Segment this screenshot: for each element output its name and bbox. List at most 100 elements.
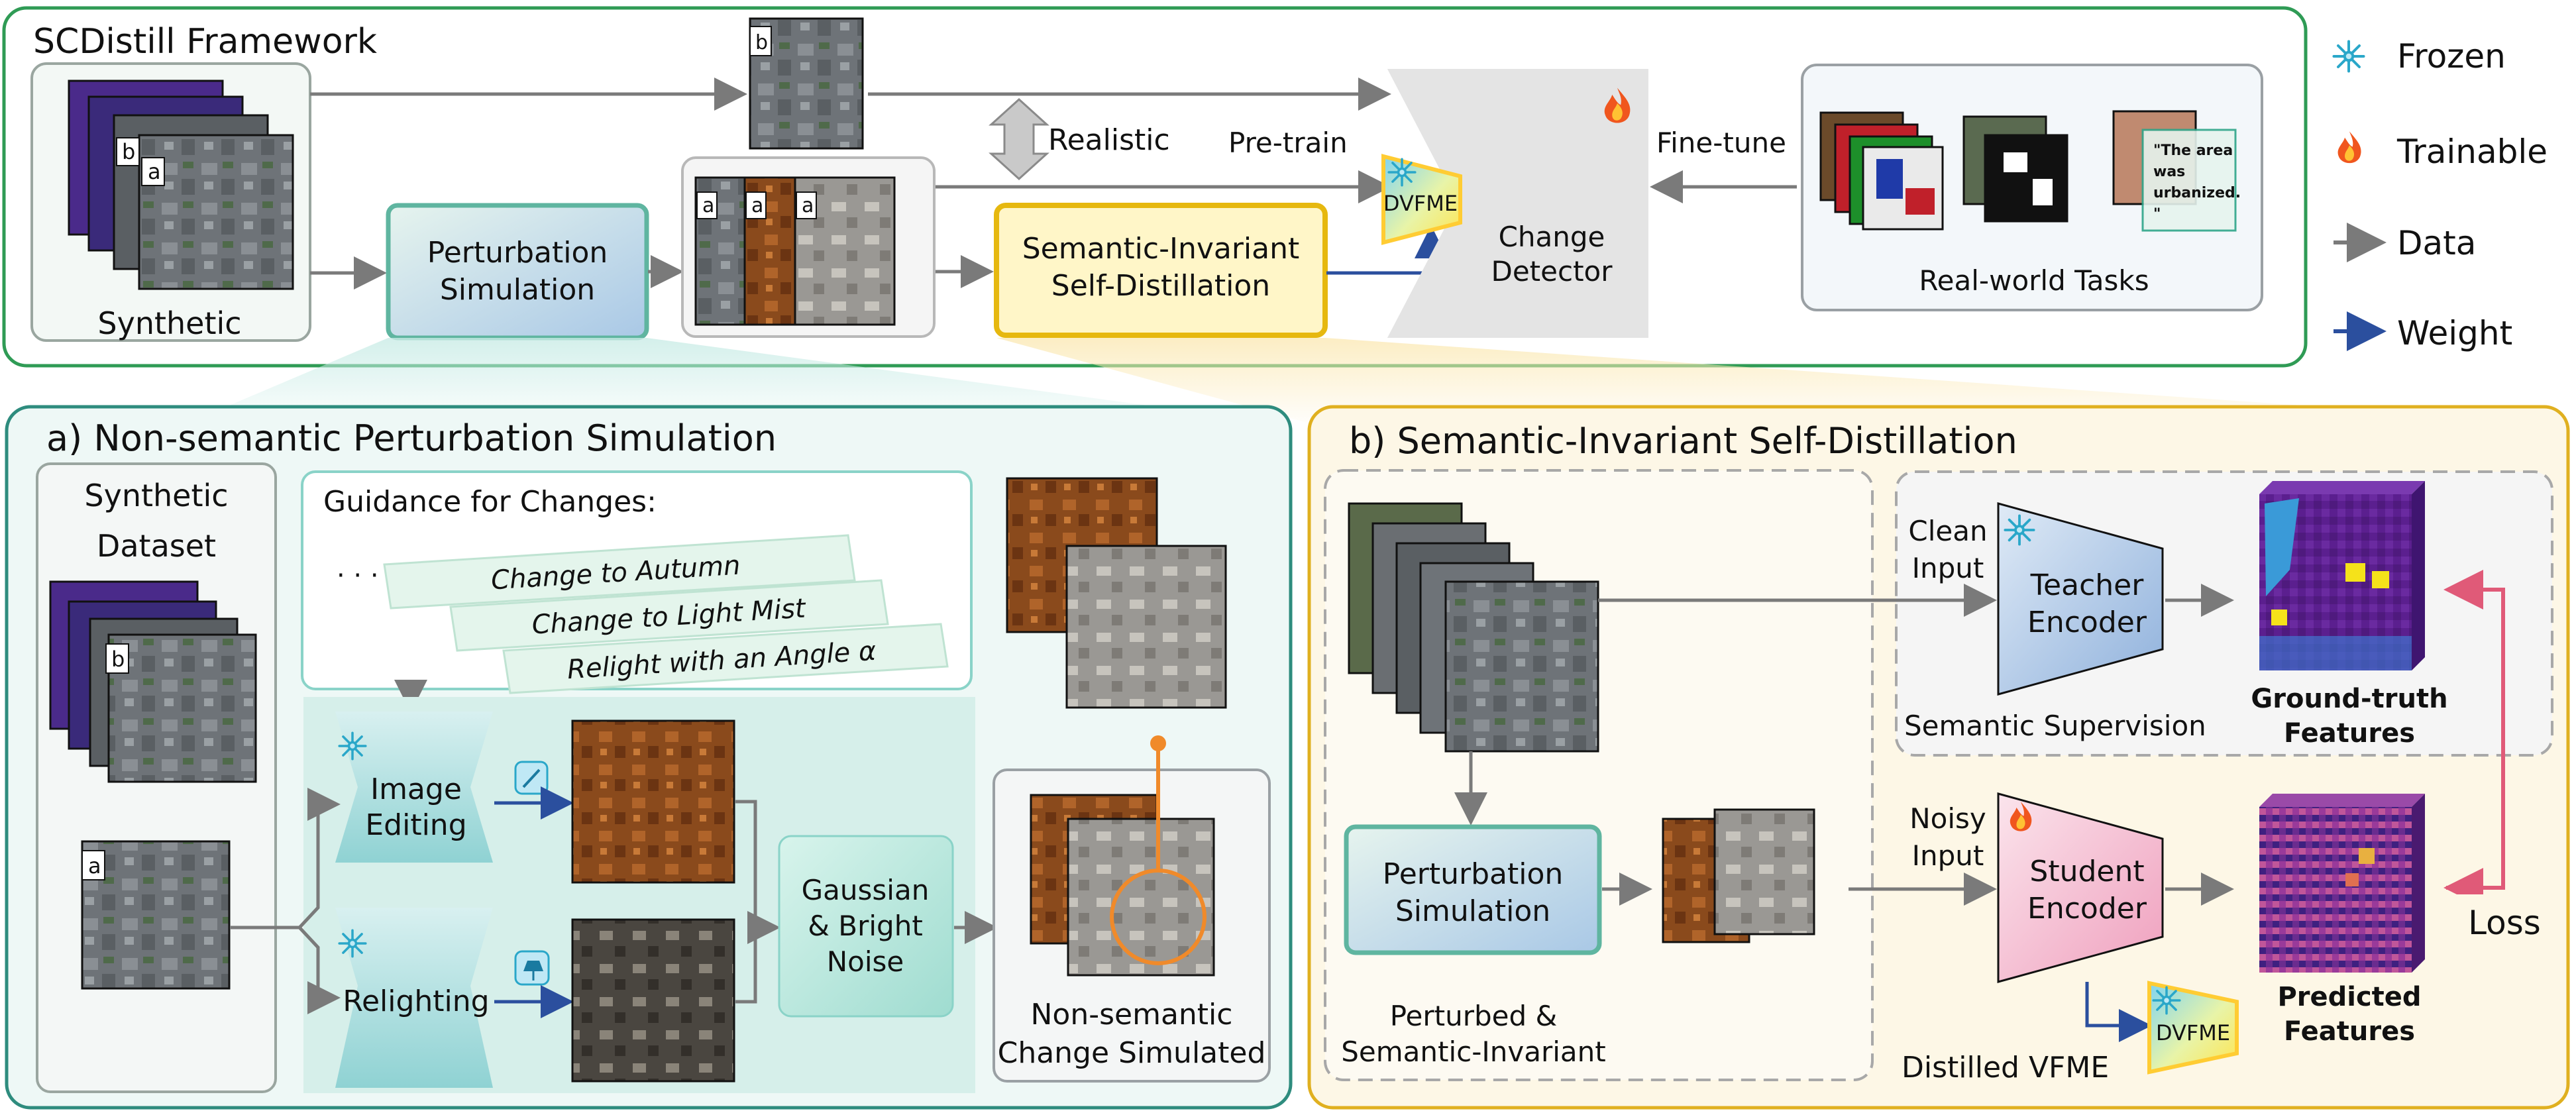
legend-weight-label: Weight <box>2397 314 2512 352</box>
pred-features: Predicted Features <box>2259 794 2425 1047</box>
legend-trainable-label: Trainable <box>2396 133 2548 171</box>
pretrain-label: Pre-train <box>1228 127 1348 159</box>
image-b: b <box>749 17 864 150</box>
zoom-image-front <box>1065 545 1227 709</box>
dvfme-bottom-snowflake-icon <box>2152 986 2181 1015</box>
guidance-ellipsis: · · · <box>337 560 379 591</box>
caption-line3: urbanized. <box>2153 185 2241 201</box>
relighting-snowflake-icon <box>338 929 367 958</box>
relighting-label: Relighting <box>343 984 489 1018</box>
sisd-line1: Semantic-Invariant <box>1022 232 1300 266</box>
synthetic-input: b a Synthetic <box>30 62 311 342</box>
weight-arrow-to-distilled <box>2085 982 2152 1042</box>
panel-b-perturbation-line1: Perturbation <box>1383 857 1564 891</box>
tag-a-1: a <box>702 194 714 217</box>
real-world-tasks: "The area was urbanized. " Real-world Ta… <box>1801 64 2263 311</box>
teacher-encoder: Teacher Encoder <box>1997 502 2164 696</box>
synthetic-tag-b: b <box>122 139 135 164</box>
change-detector: Change Detector <box>1387 69 1648 338</box>
pred-line2: Features <box>2284 1016 2415 1047</box>
realistic-label: Realistic <box>1048 123 1170 157</box>
dataset-tag-b: b <box>111 647 125 672</box>
noisy-input-line2: Input <box>1912 839 1984 872</box>
sisd-line2: Self-Distillation <box>1051 269 1270 303</box>
dvfme-bottom-label: DVFME <box>2156 1020 2230 1045</box>
noisy-images <box>1662 808 1815 943</box>
clean-input-line1: Clean <box>1908 515 1987 547</box>
dvfme-top: DVFME <box>1381 154 1462 245</box>
gt-line2: Features <box>2284 718 2415 749</box>
detector-line2: Detector <box>1491 255 1613 288</box>
image-b-tag: b <box>755 31 768 54</box>
detector-line1: Change <box>1499 221 1605 253</box>
perturbed-line1: Perturbed & <box>1390 1000 1558 1032</box>
semantic-supervision-label: Semantic Supervision <box>1904 710 2206 742</box>
fan-to-panel-b <box>996 338 2571 424</box>
student-line1: Student <box>2029 855 2144 888</box>
clean-input-line2: Input <box>1912 552 1984 584</box>
result-line2: Change Simulated <box>998 1036 1266 1070</box>
tag-a-2: a <box>751 194 763 217</box>
lamp-icon <box>514 950 550 986</box>
dataset-tag-a: a <box>88 853 101 878</box>
student-line2: Encoder <box>2027 892 2147 926</box>
real-world-label: Real-world Tasks <box>1919 264 2149 297</box>
student-encoder: Student Encoder <box>1997 792 2164 983</box>
arrow-to-relighting <box>298 926 341 1014</box>
panel-b-perturbation-box: Perturbation Simulation <box>1344 824 1602 955</box>
perturbation-simulation-box: Perturbation Simulation <box>386 203 649 341</box>
noise-line3: Noise <box>827 945 904 978</box>
panel-a-title: a) Non-semantic Perturbation Simulation <box>46 417 777 459</box>
guidance-title: Guidance for Changes: <box>323 485 657 519</box>
synthetic-label: Synthetic <box>97 305 241 341</box>
gt-line1: Ground-truth <box>2251 684 2447 714</box>
legend-frozen-icon <box>2332 40 2365 73</box>
distilled-label: Distilled VFME <box>1902 1051 2109 1085</box>
caption-line4: " <box>2153 206 2161 223</box>
dvfme-top-label: DVFME <box>1383 191 1458 216</box>
arrow-edited-to-noise <box>735 800 780 944</box>
sisd-box: Semantic-Invariant Self-Distillation <box>994 203 1328 338</box>
noise-block: Gaussian & Bright Noise <box>778 835 954 1018</box>
finetune-label: Fine-tune <box>1656 127 1786 159</box>
result-box: Non-semantic Change Simulated <box>993 735 1271 1083</box>
tag-a-3: a <box>802 194 814 217</box>
frozen-snowflake-icon <box>1387 158 1417 187</box>
legend-trainable-icon <box>2337 131 2361 164</box>
perturbed-images-top: a a a <box>681 156 936 338</box>
relit-image <box>571 918 735 1083</box>
pred-line1: Predicted <box>2277 982 2421 1012</box>
arrow-relit-to-noise <box>735 928 757 1004</box>
panel-b-title: b) Semantic-Invariant Self-Distillation <box>1349 420 2017 462</box>
dvfme-bottom: DVFME <box>2147 981 2239 1075</box>
guidance-box: Guidance for Changes: · · · Change to Au… <box>301 470 973 694</box>
arrow-to-editing <box>298 788 341 929</box>
image-editing-line1: Image <box>370 772 462 806</box>
caption-line2: was <box>2153 164 2185 180</box>
clean-input-stack <box>1348 502 1599 753</box>
relighting-block: Relighting <box>335 908 550 1088</box>
framework-title: SCDistill Framework <box>33 22 377 62</box>
perturbation-line2: Simulation <box>440 273 595 307</box>
gt-features: Ground-truth Features <box>2251 481 2448 749</box>
noisy-input-line1: Noisy <box>1909 802 1986 835</box>
result-line1: Non-semantic <box>1031 998 1233 1032</box>
dataset-line1: Synthetic <box>84 478 228 513</box>
image-editing-block: Image Editing <box>335 712 549 863</box>
synthetic-tag-a: a <box>148 159 161 184</box>
noise-line1: Gaussian <box>802 874 930 906</box>
panel-b-perturbation-line2: Simulation <box>1395 894 1550 928</box>
loss-label: Loss <box>2468 904 2541 942</box>
legend-data-label: Data <box>2397 224 2476 262</box>
caption-line1: "The area <box>2153 142 2233 159</box>
teacher-line2: Encoder <box>2027 606 2147 639</box>
noise-line2: & Bright <box>808 910 923 942</box>
teacher-snowflake-icon <box>2004 514 2035 546</box>
teacher-line1: Teacher <box>2030 568 2145 602</box>
fan-to-panel-a <box>186 338 1285 424</box>
dataset-line2: Dataset <box>97 528 216 564</box>
perturbed-line2: Semantic-Invariant <box>1341 1035 1606 1068</box>
realistic-arrow: Realistic <box>989 97 1170 181</box>
edited-image <box>571 719 735 884</box>
